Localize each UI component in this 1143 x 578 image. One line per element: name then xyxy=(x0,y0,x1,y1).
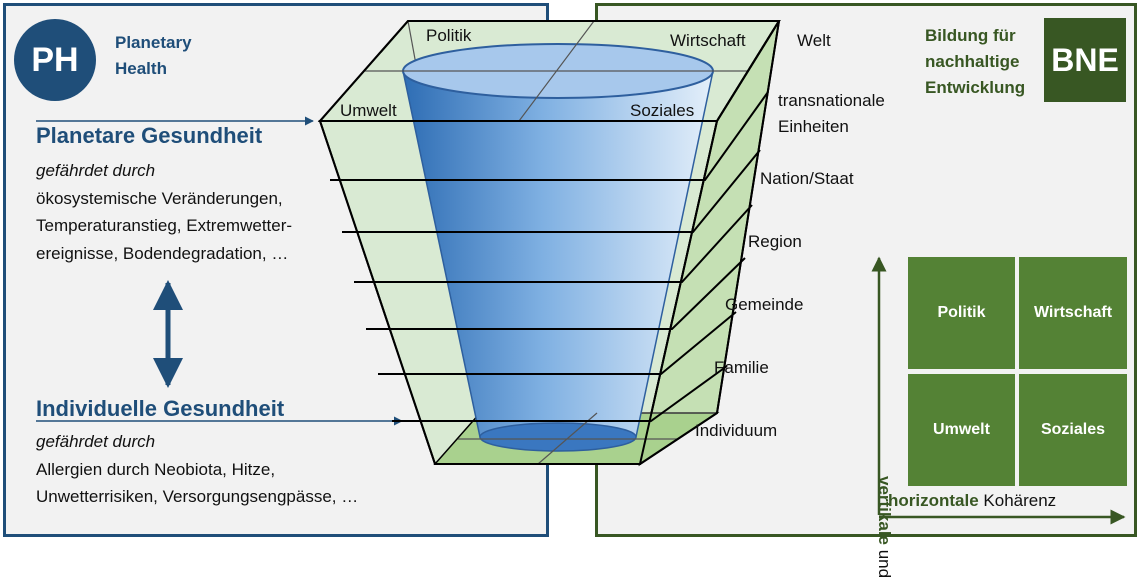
level-label-familie: Familie xyxy=(714,358,769,377)
bne-title-line2: nachhaltige xyxy=(925,52,1020,71)
diagram-graphics xyxy=(36,20,1126,525)
level-label-welt: Welt xyxy=(797,31,831,50)
level-label-individuum: Individuum xyxy=(695,421,778,440)
horizontal-axis-rest: Kohärenz xyxy=(978,491,1057,510)
planetary-health-heading: Planetare Gesundheit xyxy=(36,123,263,148)
level-label-region: Region xyxy=(748,232,802,251)
horizontal-axis-bold: horizontale xyxy=(888,491,979,510)
ph-title-line2: Health xyxy=(115,59,167,78)
planetary-threat-line: ereignisse, Bodendegradation, … xyxy=(36,244,289,263)
bne-badge: BNE xyxy=(1044,18,1126,102)
individual-health-heading: Individuelle Gesundheit xyxy=(36,396,285,421)
cube-label-soziales: Soziales xyxy=(630,101,695,120)
level-label-gemeinde: Gemeinde xyxy=(725,295,804,314)
horizontal-axis-label: horizontale Kohärenz xyxy=(888,491,1056,511)
level-label-nation: Nation/Staat xyxy=(760,169,854,188)
ph-badge: PH xyxy=(14,19,96,101)
vertical-axis-rest: und xyxy=(875,545,894,578)
individual-threat-label: gefährdet durch xyxy=(36,432,156,451)
level-label-transnational: transnationale xyxy=(778,91,885,110)
cube-label-wirtschaft: Wirtschaft xyxy=(670,31,746,50)
cup-bottom xyxy=(479,422,637,452)
planetary-threat-line: Temperaturanstieg, Extremwetter- xyxy=(36,216,293,235)
quadrant-wirtschaft: Wirtschaft xyxy=(1019,257,1127,369)
level-label-transnational-2: Einheiten xyxy=(778,117,849,136)
bne-title-line1: Bildung für xyxy=(925,26,1016,45)
cube-label-umwelt: Umwelt xyxy=(340,101,397,120)
quadrant-politik: Politik xyxy=(908,257,1015,369)
individual-threat-line: Allergien durch Neobiota, Hitze, xyxy=(36,460,276,479)
individual-threat-line: Unwetterrisiken, Versorgungsengpässe, … xyxy=(36,487,359,506)
quadrant-umwelt: Umwelt xyxy=(908,374,1015,486)
ph-title-line1: Planetary xyxy=(115,33,192,52)
bne-title-line3: Entwicklung xyxy=(925,78,1026,97)
planetary-threat-line: ökosystemische Veränderungen, xyxy=(36,189,283,208)
cube-label-politik: Politik xyxy=(426,26,472,45)
quadrant-soziales: Soziales xyxy=(1019,374,1127,486)
planetary-threat-label: gefährdet durch xyxy=(36,161,156,180)
